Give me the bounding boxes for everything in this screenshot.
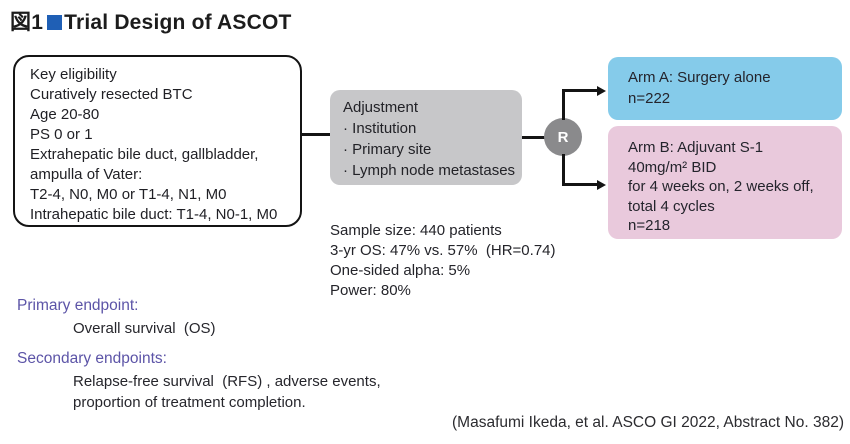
eligibility-line: ampulla of Vater: [30, 166, 143, 183]
statistics-block: Sample size: 440 patients 3-yr OS: 47% v… [330, 221, 556, 301]
connector-randomization-arm-b-horizontal [562, 183, 598, 186]
connector-adjustment-randomization [522, 136, 545, 139]
arm-a-line: Arm A: Surgery alone [628, 69, 771, 86]
adjustment-item: · Lymph node metastases [343, 162, 516, 179]
statistics-line: Power: 80% [330, 282, 411, 299]
primary-endpoint-heading: Primary endpoint: [17, 297, 139, 314]
figure-title: 図1 Trial Design of ASCOT [10, 6, 292, 36]
statistics-line: One-sided alpha: 5% [330, 262, 471, 279]
arm-b-box: Arm B: Adjuvant S-1 40mg/m² BID for 4 we… [608, 126, 842, 239]
statistics-line: Sample size: 440 patients [330, 222, 502, 239]
adjustment-item: · Institution [343, 120, 417, 137]
citation: (Masafumi Ikeda, et al. ASCO GI 2022, Ab… [452, 414, 844, 431]
randomization-node: R [544, 118, 582, 156]
secondary-endpoints-heading: Secondary endpoints: [17, 350, 167, 367]
primary-endpoint-body: Overall survival (OS) [73, 320, 216, 337]
arm-b-line: for 4 weeks on, 2 weeks off, [628, 178, 814, 195]
arm-b-line: n=218 [628, 217, 671, 234]
connector-randomization-arm-a-horizontal [562, 89, 598, 92]
eligibility-line: Key eligibility [30, 66, 117, 83]
eligibility-box: Key eligibility Curatively resected BTC … [13, 55, 302, 227]
adjustment-box: Adjustment · Institution · Primary site … [330, 90, 522, 185]
arm-a-box: Arm A: Surgery alone n=222 [608, 57, 842, 120]
randomization-label: R [557, 128, 569, 146]
arm-b-line: total 4 cycles [628, 197, 715, 215]
arm-b-line: Arm B: Adjuvant S-1 [628, 139, 764, 156]
eligibility-line: Curatively resected BTC [30, 86, 193, 103]
connector-randomization-arm-b-vertical [562, 154, 565, 185]
arrow-to-arm-b-icon [597, 179, 606, 190]
adjustment-title: Adjustment [343, 99, 419, 116]
connector-randomization-arm-a-vertical [562, 89, 565, 120]
eligibility-line: PS 0 or 1 [30, 126, 93, 143]
secondary-endpoints-line: Relapse-free survival (RFS) , adverse ev… [73, 373, 381, 390]
eligibility-line: T2-4, N0, M0 or T1-4, N1, M0 [30, 186, 227, 203]
arm-b-line: 40mg/m² BID [628, 158, 717, 176]
eligibility-line: Age 20-80 [30, 106, 100, 123]
secondary-endpoints-line: proportion of treatment completion. [73, 394, 306, 411]
figure-title-text: Trial Design of ASCOT [64, 11, 292, 34]
eligibility-line: Intrahepatic bile duct: T1-4, N0-1, M0 [30, 206, 278, 223]
statistics-line: 3-yr OS: 47% vs. 57% (HR=0.74) [330, 242, 556, 259]
figure-number-label: 図1 [10, 11, 44, 34]
connector-eligibility-adjustment [302, 133, 330, 136]
arrow-to-arm-a-icon [597, 85, 606, 96]
arm-a-line: n=222 [628, 90, 671, 107]
blue-square-icon [47, 15, 63, 30]
adjustment-item: · Primary site [343, 141, 432, 158]
eligibility-line: Extrahepatic bile duct, gallbladder, [30, 146, 259, 163]
secondary-endpoints-body: Relapse-free survival (RFS) , adverse ev… [73, 371, 381, 413]
